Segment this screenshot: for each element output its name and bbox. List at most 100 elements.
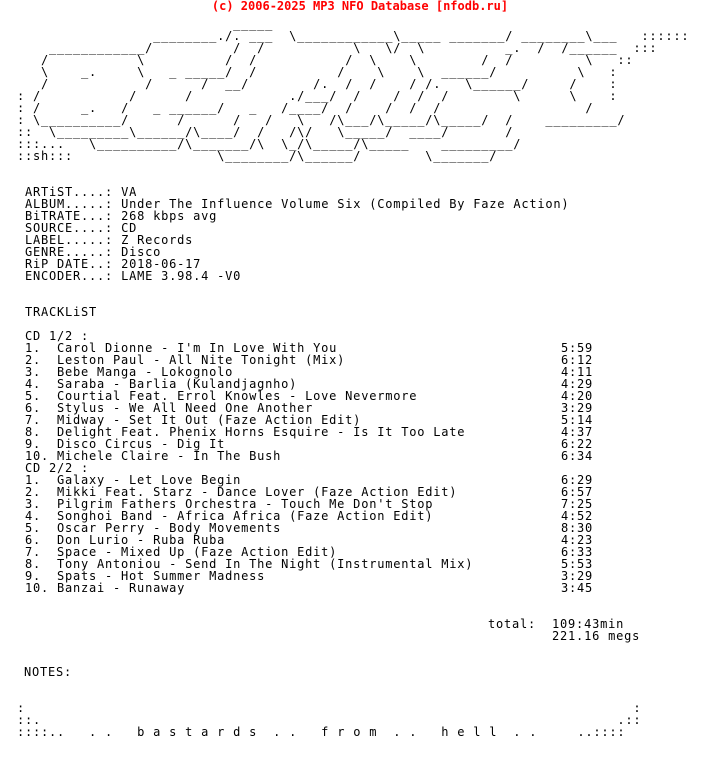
- track-duration: 3:29: [561, 569, 594, 583]
- nfodb-copyright-header: (c) 2006-2025 MP3 NFO Database [nfodb.ru…: [211, 0, 509, 13]
- cd1-heading-text: CD 1/2 :: [25, 329, 90, 343]
- track-number: 2.: [25, 353, 42, 367]
- track-number: 7.: [25, 413, 42, 427]
- track-number: 5.: [25, 389, 42, 403]
- track-title: Galaxy - Let Love Begin: [57, 473, 242, 487]
- ascii-logo-line: ____________/ / / \ \/ \ _. / /______ ::…: [1, 41, 658, 55]
- track-title: Don Lurio - Ruba Ruba: [57, 533, 226, 547]
- source-label: SOURCE....:: [25, 221, 114, 235]
- track-row: 8.Delight Feat. Phenix Horns Esquire - I…: [1, 426, 592, 438]
- track-row: 1. Carol Dionne - I'm In Love With You 5:5…: [1, 341, 592, 355]
- artist-label: ARTiST....:: [25, 185, 114, 199]
- genre-row: GENRE.....: Disco: [1, 246, 569, 258]
- album-label: ALBUM.....:: [25, 197, 114, 211]
- ascii-logo-line: : / / / ./___/ / / / / \ \ :: [1, 89, 618, 103]
- cd2-heading-text: CD 2/2 :: [25, 461, 90, 475]
- track-number: 7.: [25, 545, 42, 559]
- track-duration: 5:59: [561, 341, 594, 355]
- track-title: Michele Claire - In The Bush: [57, 449, 282, 463]
- ascii-logo-line: ________./. ___ \____________\_____ ____…: [1, 29, 690, 43]
- label-label: LABEL.....:: [25, 233, 114, 247]
- ripdate-value: 2018-06-17: [121, 257, 202, 271]
- notes-label: NOTES:: [24, 665, 73, 679]
- track-title: Midway - Set It Out (Faze Action Edit): [57, 413, 362, 427]
- track-duration: 3:45: [561, 581, 594, 595]
- total-duration-row: total: 109:43min: [488, 618, 640, 630]
- ascii-logo-line: :::... \__________/\_______/\ \_/\_____/…: [1, 137, 522, 151]
- track-row: 6. Stylus - We All Need One Another 3:29: [1, 401, 592, 415]
- ascii-logo-line: \ _. \ _ _____/ / / \ \ ______/ \ :: [1, 65, 618, 79]
- track-number: 4.: [25, 509, 42, 523]
- track-title: Songhoi Band - Africa Africa (Faze Actio…: [57, 509, 434, 523]
- cd1-heading: CD 1/2 :: [1, 330, 473, 342]
- track-row: 6. Don Lurio - Ruba Ruba 4:23: [1, 533, 592, 547]
- track-row: 7.Space - Mixed Up (Faze Action Edit)6:3…: [1, 545, 592, 559]
- encoder-row: ENCODER...: LAME 3.98.4 -V0: [1, 270, 569, 282]
- track-number: 9.: [25, 569, 42, 583]
- footer-signature: : : ::. .:: ::::.. . . b a s t a r d s .…: [1, 702, 641, 738]
- tracklist: TRACKLiST CD 1/2 : 1. Carol Dionne - I'm …: [1, 306, 592, 594]
- track-duration: 3:29: [561, 401, 594, 415]
- cd2-heading: CD 2/2 :: [1, 462, 473, 474]
- track-title: Carol Dionne - I'm In Love With You: [57, 341, 338, 355]
- tracklist-title: TRACKLiST: [1, 306, 473, 318]
- cd1-track-list: 1. Carol Dionne - I'm In Love With You 5:5…: [1, 341, 592, 463]
- ripdate-label: RiP DATE..:: [25, 257, 114, 271]
- artist-value: VA: [121, 185, 138, 199]
- track-number: 4.: [25, 377, 42, 391]
- track-number: 5.: [25, 521, 42, 535]
- album-row: ALBUM.....: Under The Influence Volume S…: [1, 198, 569, 210]
- track-title: Courtial Feat. Errol Knowles - Love Neve…: [57, 389, 418, 403]
- tracklist-title-text: TRACKLiST: [25, 305, 98, 319]
- encoder-label: ENCODER...:: [25, 269, 114, 283]
- track-row: 9. Spats - Hot Summer Madness 3:29: [1, 569, 592, 583]
- ascii-logo-line: / \ / / / \ \ / / \ ::: [1, 53, 634, 67]
- bitrate-label: BiTRATE...:: [25, 209, 114, 223]
- track-duration: 5:53: [561, 557, 594, 571]
- total-size-row: 221.16 megs: [488, 630, 640, 642]
- source-value: CD: [121, 221, 138, 235]
- track-title: Stylus - We All Need One Another: [57, 401, 314, 415]
- ascii-logo-line: : / _. / _ ______/ _ /____/ / / / / /: [1, 101, 594, 115]
- ascii-logo-line: :: \_________\______/\____/ / /\/ \_____…: [1, 125, 514, 139]
- track-number: 3.: [25, 365, 42, 379]
- bitrate-value: 268 kbps avg: [121, 209, 218, 223]
- totals: total: 109:43min 221.16 megs: [488, 618, 640, 642]
- track-row: 3. Bebe Manga - Lokognolo 4:11: [1, 365, 592, 379]
- track-title: Bebe Manga - Lokognolo: [57, 365, 234, 379]
- track-row: 7. Midway - Set It Out (Faze Action Edit)…: [1, 413, 592, 427]
- track-duration: 5:14: [561, 413, 594, 427]
- label-row: LABEL.....: Z Records: [1, 234, 569, 246]
- track-duration: 4:23: [561, 533, 594, 547]
- track-row: 3.Pilgrim Fathers Orchestra - Touch Me D…: [1, 497, 592, 511]
- track-title: Spats - Hot Summer Madness: [57, 569, 266, 583]
- encoder-value: LAME 3.98.4 -V0: [121, 269, 242, 283]
- track-title: Leston Paul - All Nite Tonight (Mix): [57, 353, 346, 367]
- track-number: 6.: [25, 401, 42, 415]
- track-number: 1.: [25, 341, 42, 355]
- track-duration: 4:20: [561, 389, 594, 403]
- album-value: Under The Influence Volume Six (Compiled…: [121, 197, 570, 211]
- ascii-logo-line: / / / __/ /. / / / /. \______/ / :: [1, 77, 618, 91]
- track-number: 9.: [25, 437, 42, 451]
- source-row: SOURCE....: CD: [1, 222, 569, 234]
- track-duration: 4:11: [561, 365, 594, 379]
- track-duration: 6:29: [561, 473, 594, 487]
- footer-line: : :: [1, 701, 642, 715]
- genre-label: GENRE.....:: [25, 245, 114, 259]
- track-title: Pilgrim Fathers Orchestra - Touch Me Don…: [57, 497, 434, 511]
- track-duration: 7:25: [561, 497, 594, 511]
- total-size: 221.16 megs: [552, 629, 641, 643]
- track-title: Space - Mixed Up (Faze Action Edit): [57, 545, 338, 559]
- track-number: 6.: [25, 533, 42, 547]
- total-label: total:: [488, 617, 537, 631]
- release-info: ARTiST....: VA ALBUM.....: Under The Inf…: [1, 186, 569, 282]
- track-row: 4. Songhoi Band - Africa Africa (Faze Act…: [1, 509, 592, 523]
- track-duration: 4:52: [561, 509, 594, 523]
- track-number: 8.: [25, 557, 42, 571]
